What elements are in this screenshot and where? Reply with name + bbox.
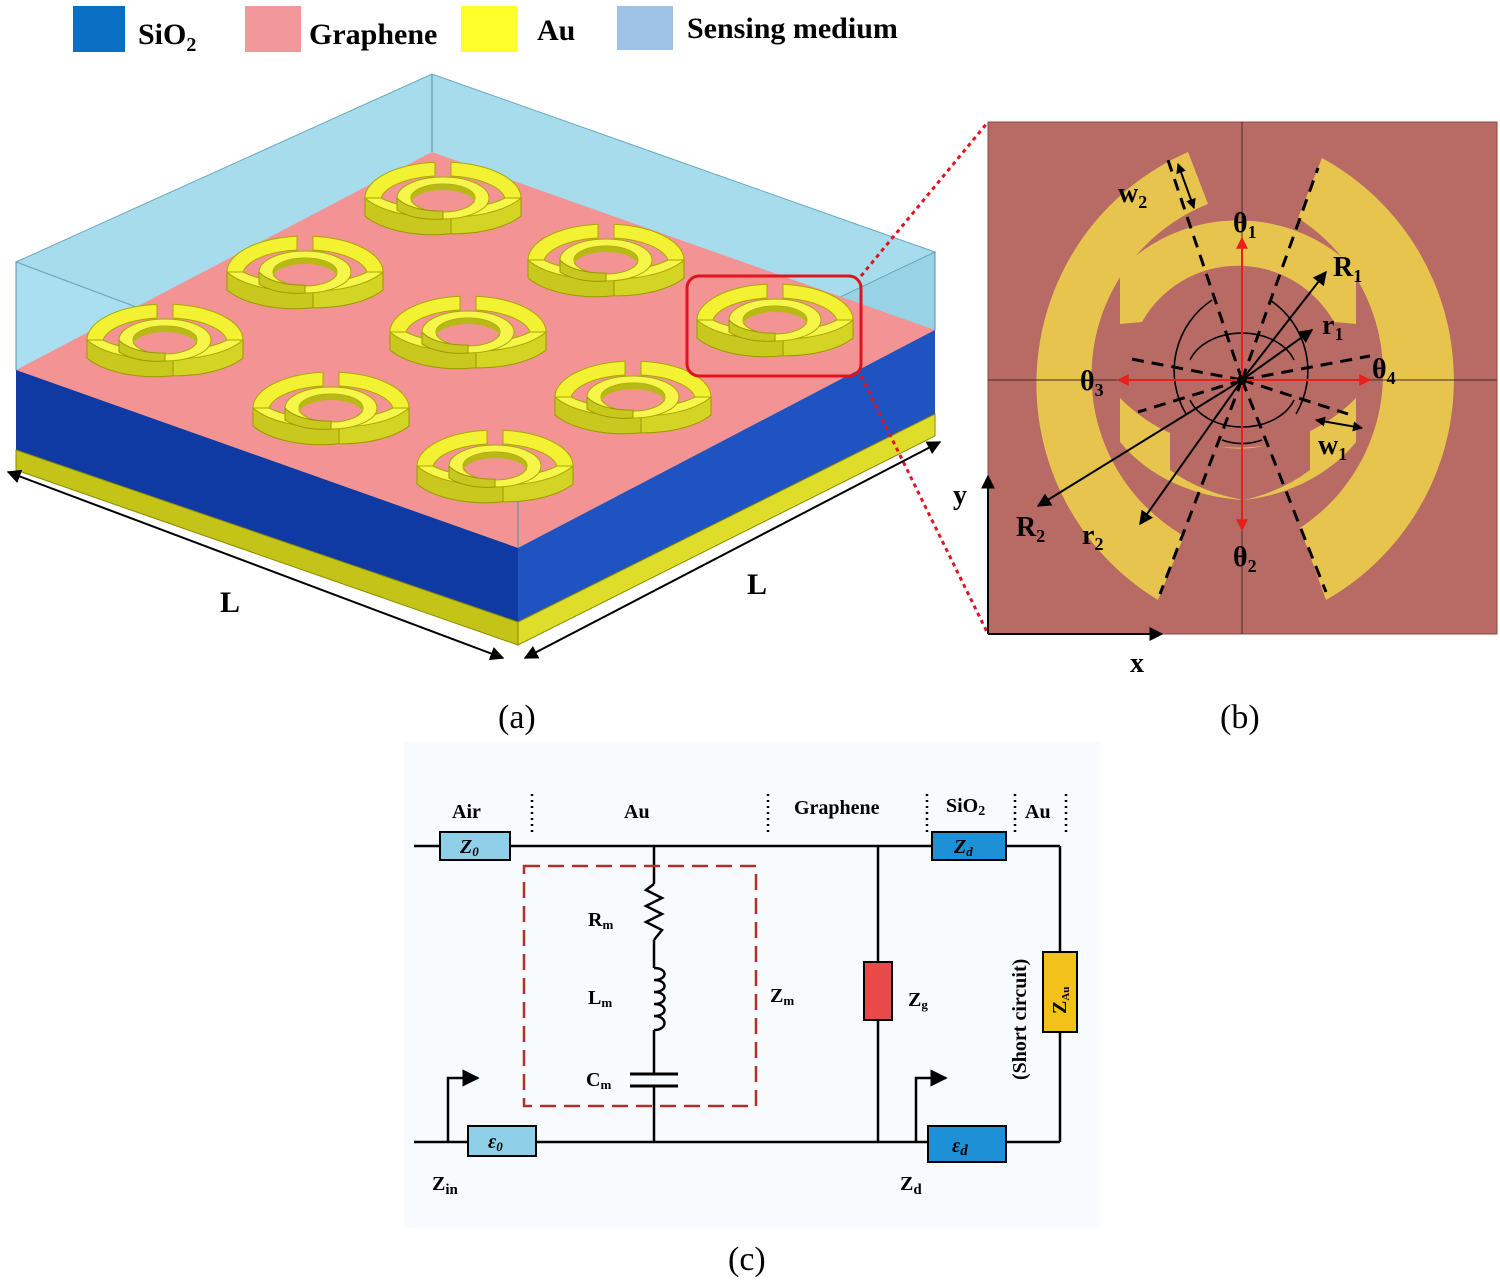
dimension-arrow-right (523, 441, 942, 659)
zd-box (931, 831, 1007, 861)
resistor-rm (643, 883, 665, 941)
legend-label-graphene: Graphene (309, 18, 437, 51)
w2-arrow (1176, 163, 1196, 209)
svg-text:Z0: Z0 (459, 836, 479, 859)
region-sio2: SiO2 (946, 795, 985, 819)
label-lm: Lm (588, 987, 612, 1010)
caption-b: (b) (1220, 699, 1260, 736)
label-theta3: θ3 (1080, 366, 1104, 400)
label-r1: r1 (1322, 310, 1343, 344)
label-R2: R2 (1016, 512, 1045, 546)
e0-box (467, 1125, 537, 1157)
R2-arrow (1036, 379, 1243, 507)
zd-port-arrow (914, 1069, 948, 1142)
panel-b-unit-cell: θ1 θ2 θ3 θ4 R1 r1 R2 r2 w1 w2 x y (b) (953, 121, 1498, 736)
panel-c-circuit: Air Au Graphene SiO2 Au (404, 742, 1100, 1278)
label-r2: r2 (1082, 520, 1103, 554)
label-rm: Rm (588, 909, 613, 932)
label-R1: R1 (1333, 252, 1362, 286)
label-zm: Zm (770, 985, 794, 1008)
svg-text:ε0: ε0 (488, 1131, 503, 1154)
caption-c: (c) (728, 1241, 766, 1278)
legend-swatch-au (461, 6, 517, 52)
zau-label: ZAu (1049, 987, 1072, 1014)
zin-port-arrow (446, 1069, 480, 1142)
panel-a-structure: L L (a) (6, 73, 990, 736)
dimension-label-right: L (747, 568, 767, 601)
angle-dashes (1125, 159, 1371, 595)
label-zg: Zg (908, 989, 928, 1012)
y-axis-label: y (953, 480, 967, 511)
region-au-2: Au (1025, 801, 1051, 823)
legend-label-sensing: Sensing medium (687, 12, 898, 45)
label-w1: w1 (1318, 430, 1347, 464)
svg-text:εd: εd (952, 1135, 968, 1159)
label-theta4: θ4 (1372, 354, 1396, 388)
legend-swatch-sensing (617, 6, 673, 50)
label-short-circuit: (Short circuit) (1009, 959, 1031, 1080)
label-theta1: θ1 (1233, 208, 1257, 242)
unit-cell-highlight (685, 274, 863, 378)
zoom-line-top (859, 121, 990, 277)
r1-arrow (1241, 329, 1314, 381)
ed-box (927, 1125, 1007, 1163)
label-zd-port: Zd (900, 1173, 922, 1198)
R1-arrow (1241, 270, 1327, 381)
w1-arrow (1315, 416, 1363, 432)
legend: SiO2 Graphene Au Sensing medium (73, 6, 898, 56)
outer-ring (1036, 152, 1454, 600)
legend-swatch-sio2 (73, 6, 125, 52)
region-graphene: Graphene (794, 797, 880, 819)
dimension-arrow-left (6, 469, 505, 661)
caption-a: (a) (498, 699, 536, 736)
legend-label-au: Au (537, 14, 575, 47)
label-w2: w2 (1118, 178, 1147, 212)
z0-box (439, 831, 511, 861)
label-theta2: θ2 (1233, 542, 1257, 576)
r2-arrow (1139, 379, 1243, 526)
label-cm: Cm (586, 1069, 611, 1092)
dimension-label-left: L (220, 586, 240, 619)
region-au-1: Au (624, 801, 650, 823)
legend-swatch-graphene (245, 6, 301, 52)
x-axis-label: x (1130, 648, 1144, 679)
region-air: Air (452, 801, 481, 823)
label-zin: Zin (432, 1173, 459, 1198)
inductor-lm (653, 966, 666, 1032)
zm-dashed-box (522, 864, 758, 1108)
zg-box (863, 961, 893, 1021)
legend-label-sio2: SiO2 (138, 18, 196, 56)
zau-box (1042, 951, 1078, 1033)
svg-text:Zd: Zd (953, 836, 973, 859)
